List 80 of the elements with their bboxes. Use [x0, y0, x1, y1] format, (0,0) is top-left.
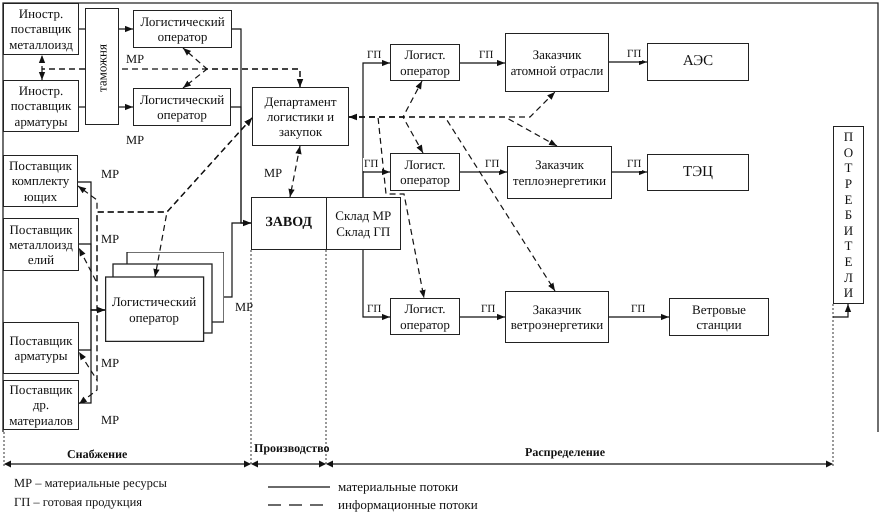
- node-label: Логистический оператор: [138, 92, 226, 122]
- flow-label: МР: [101, 413, 120, 427]
- arrow: [79, 306, 105, 404]
- node-label: Логист. оператор: [399, 301, 451, 332]
- factory-box: [251, 197, 401, 250]
- arrow: [119, 104, 133, 110]
- node-label: ТЭЦ: [683, 164, 713, 182]
- node-label: Логистический оператор: [139, 14, 226, 44]
- phase-label: Снабжение: [67, 447, 128, 461]
- connector-line: [79, 28, 85, 30]
- arrow: [224, 220, 251, 298]
- legend-label: материальные потоки: [338, 479, 458, 494]
- arrow: [460, 314, 505, 320]
- node-label: Департамент логистики и закупок: [263, 94, 338, 140]
- edge-label: ГП: [363, 158, 380, 171]
- arrow: [612, 168, 647, 176]
- dashed-arrow: [153, 118, 252, 278]
- node-label: Поставщик арматуры: [8, 332, 74, 364]
- arrow: [460, 168, 507, 176]
- legend-label: информационные потоки: [338, 497, 478, 512]
- department-box: [252, 87, 349, 146]
- arrow: [609, 58, 647, 66]
- node-label: ЗАВОД: [265, 215, 312, 232]
- flow-label: МР: [235, 300, 254, 314]
- wind-station-box: [669, 298, 769, 336]
- node-label: таможня: [94, 44, 110, 92]
- node-label: Иностр. поставщик арматуры: [10, 83, 72, 129]
- edge-label: ГП: [484, 158, 500, 171]
- stacked-operator-boxes: [105, 252, 224, 342]
- phase-label: Распределение: [525, 445, 606, 459]
- dashed-arrow: [288, 146, 302, 198]
- logistics-operator-box: [390, 298, 460, 335]
- arrow: [362, 250, 390, 320]
- node-label: Ветровые станции: [691, 302, 747, 332]
- node-label: Логист. оператор: [399, 156, 451, 188]
- arrow: [119, 26, 133, 32]
- consumers-box: [833, 126, 864, 304]
- edge-label: ГП: [626, 158, 642, 171]
- dashed-arrow: [119, 68, 304, 87]
- dashed-arrow: [38, 68, 85, 80]
- abbreviation-note: ГП – готовая продукция: [14, 495, 142, 509]
- flow-label: МР: [101, 356, 120, 370]
- node-label: АЭС: [682, 53, 714, 71]
- abbreviation-note: МР – материальные ресурсы: [14, 476, 167, 490]
- supplier-box: [3, 322, 79, 374]
- power-plant-box: [647, 43, 749, 81]
- customs-box: [85, 8, 119, 125]
- node-label: Логист. оператор: [399, 47, 451, 78]
- node-label: Склад МР Склад ГП: [334, 208, 392, 239]
- node-label: Заказчик ветроэнергетики: [510, 302, 604, 332]
- flow-label: МР: [264, 166, 282, 180]
- flow-label: МР: [101, 232, 120, 246]
- node-label: Поставщик др. материалов: [8, 382, 74, 428]
- logistics-operator-box: [390, 153, 460, 191]
- arrow: [833, 304, 852, 318]
- arrow: [609, 314, 669, 320]
- customer-box: [505, 33, 609, 92]
- node-label: Заказчик теплоэнергетики: [512, 157, 608, 188]
- edge-label: ГП: [626, 48, 642, 61]
- customer-box: [505, 291, 609, 343]
- node-label: Поставщик комплекту ющих: [8, 158, 73, 204]
- arrow: [460, 60, 505, 66]
- flow-label: МР: [126, 133, 144, 147]
- flow-label: МР: [101, 167, 120, 181]
- node-label: Заказчик атомной отрасли: [510, 47, 604, 78]
- dashed-arrow: [349, 114, 556, 292]
- supplier-box: [3, 80, 79, 132]
- customer-box: [507, 146, 612, 199]
- flow-label: МР: [126, 52, 144, 66]
- connector-line: [79, 106, 85, 108]
- logistics-operator-box: [133, 88, 231, 126]
- node-label: Иностр. поставщик металлоизд: [8, 6, 74, 52]
- node-label: ПОТРЕБИТЕЛИ: [842, 129, 854, 301]
- logistics-operator-box: [133, 10, 232, 48]
- node-label: Поставщик металлоизд елий: [8, 222, 74, 268]
- arrow: [362, 168, 390, 197]
- phase-label: Производство: [254, 441, 330, 455]
- node-label: Логистический оператор: [110, 294, 198, 325]
- logistics-operator-box: [390, 44, 460, 81]
- power-plant-box: [647, 154, 749, 191]
